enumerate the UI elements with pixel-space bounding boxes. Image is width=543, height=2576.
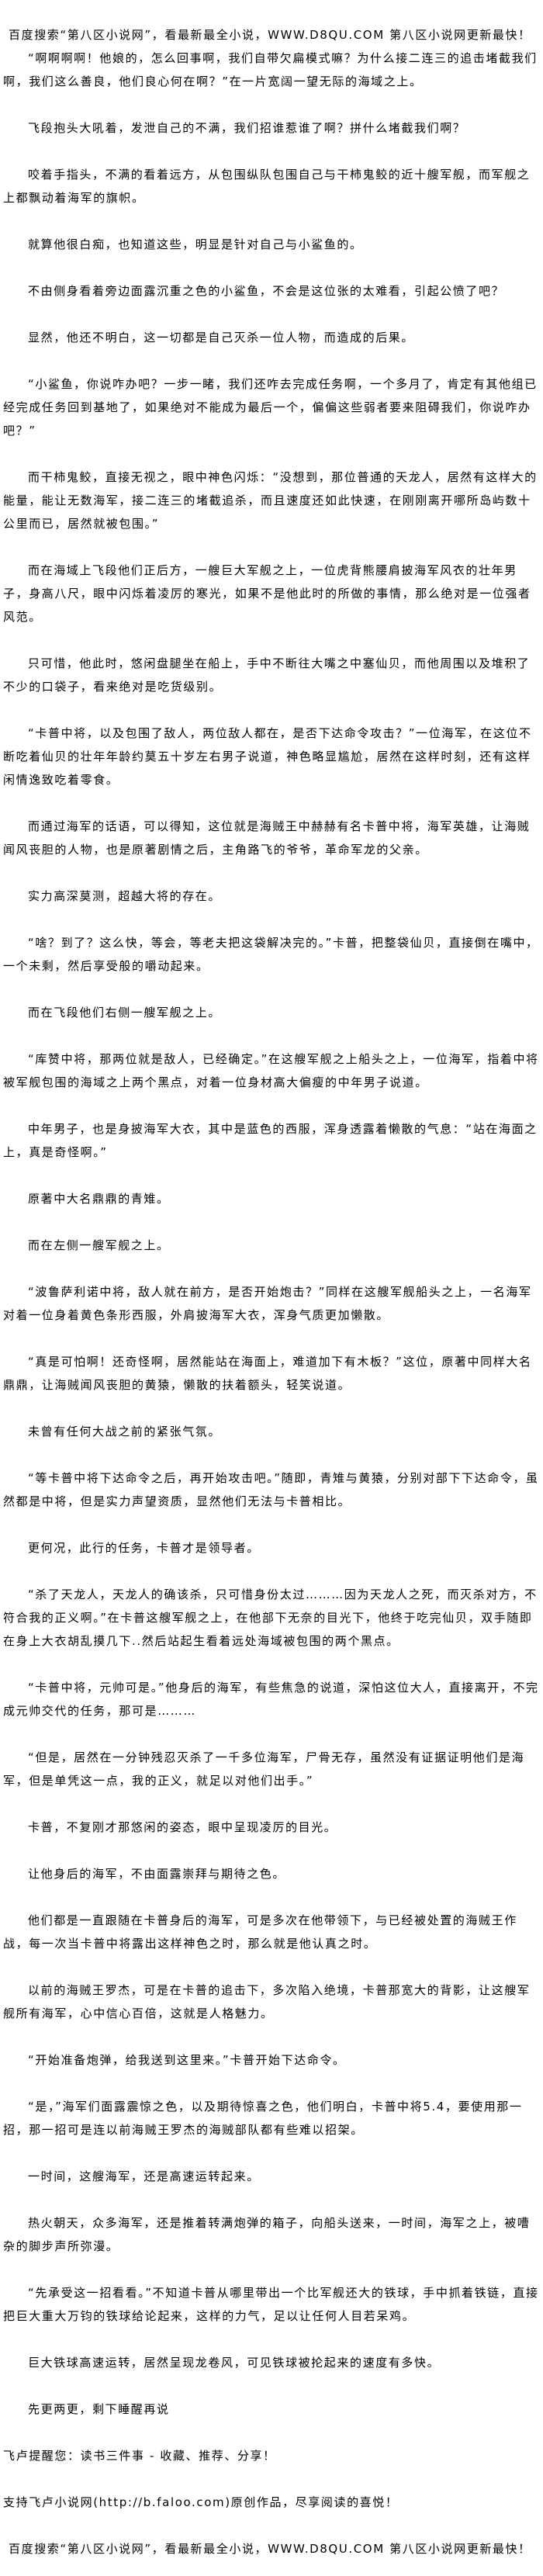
chapter-paragraph: “啥？到了？这么快，等会，等老夫把这袋解决完的。”卡普，把整袋仙贝，直接倒在嘴中…	[3, 936, 539, 973]
chapter-paragraph: 而在左侧一艘军舰之上。	[28, 1238, 170, 1252]
chapter-paragraph: “小鲨鱼，你说咋办吧？一步一睹，我们还咋去完成任务啊，一个多月了，肯定有其他组已…	[3, 377, 538, 438]
chapter-paragraph: 一时间，这艘海军，还是高速运转起来。	[28, 2169, 260, 2183]
chapter-paragraph: “但是，居然在一分钟残忍灭杀了一千多位海军，尸骨无存，虽然没有证据证明他们是海军…	[3, 1750, 525, 1788]
chapter-paragraph: 而通过海军的话语，可以得知，这位就是海贼王中赫赫有名卡普中将，海军英雄，让海贼闻…	[3, 819, 531, 857]
faloo-support-note: 支持飞卢小说网(http://b.faloo.com)原创作品，尽享阅读的喜悦！	[3, 2495, 399, 2509]
chapter-paragraph: 而在海域上飞段他们正后方，一艘巨大军舰之上，一位虎背熊腰肩披海军风衣的壮年男子，…	[3, 563, 531, 624]
chapter-paragraph: “卡普中将，元帅可是。”他身后的海军，有些焦急的说道，深怕这位大人，直接离开，不…	[3, 1681, 539, 1718]
chapter-paragraph: “库赞中将，那两位就是敌人，已经确定。”在这艘军舰之上船头之上，一位海军，指着中…	[3, 1052, 539, 1089]
chapter-paragraph: 只可惜，他此时，悠闲盘腿坐在船上，手中不断往大嘴之中塞仙贝，而他周围以及堆积了不…	[3, 656, 531, 694]
chapter-paragraph: “真是可怕啊！还奇怪啊，居然能站在海面上，难道加下有木板？”这位，原著中同样大名…	[3, 1355, 532, 1392]
chapter-paragraph: “波鲁萨利诺中将，敌人就在前方，是否开始炮击？”同样在这艘军舰船头之上，一名海军…	[3, 1285, 532, 1322]
chapter-paragraph: 显然，他还不明白，这一切都是自己灭杀一位人物，而造成的后果。	[28, 331, 415, 345]
chapter-paragraph: “开始准备炮弹，给我送到这里来。”卡普开始下达命令。	[28, 2053, 346, 2067]
chapter-paragraph: 更何况，此行的任务，卡普才是领导者。	[28, 1541, 260, 1555]
chapter-paragraph: 中年男子，也是身披海军大衣，其中是蓝色的西服，浑身透露着懒散的气息：“站在海面之…	[3, 1122, 538, 1159]
chapter-paragraph: 先更两更，剩下睡醒再说	[28, 2402, 170, 2416]
chapter-paragraph: 让他身后的海军，不由面露崇拜与期待之色。	[28, 1867, 286, 1881]
chapter-paragraph: “卡普中将，以及包围了敌人，两位敌人都在，是否下达命令攻击？”一位海军，在这位不…	[3, 726, 532, 787]
chapter-paragraph: 卡普，不复刚才那悠闲的姿态，眼中呈现凌厉的目光。	[28, 1820, 337, 1834]
chapter-paragraph: 飞段抱头大吼着，发泄自己的不满，我们招谁惹谁了啊？拼什么堵截我们啊？	[28, 121, 466, 135]
chapter-paragraph: 而在飞段他们右侧一艘军舰之上。	[28, 1006, 222, 1020]
chapter-paragraph: “杀了天龙人，天龙人的确该杀，只可惜身份太过………因为天龙人之死，而灭杀对方，不…	[3, 1587, 538, 1648]
chapter-paragraph: 实力高深莫测，超越大将的存在。	[28, 889, 222, 903]
chapter-paragraph: 原著中大名鼎鼎的青雉。	[28, 1192, 170, 1206]
chapter-paragraph: 他们都是一直跟随在卡普身后的海军，可是多次在他带领下，与已经被处置的海贼王作战，…	[3, 1913, 517, 1951]
chapter-paragraph: “是，”海军们面露震惊之色，以及期待惊喜之色，他们明白，卡普中将5.4，要使用那…	[3, 2100, 523, 2137]
chapter-paragraph: “等卡普中将下达命令之后，再开始攻击吧。”随即，青雉与黄猿，分别对部下下达命令，…	[3, 1471, 539, 1508]
chapter-paragraph: 就算他很白痴，也知道这些，明显是针对自己与小鲨鱼的。	[28, 237, 363, 251]
chapter-paragraph: 热火朝天，众多海军，还是推着转满炮弹的箱子，向船头送来，一时间，海军之上，被嘈杂…	[3, 2216, 531, 2253]
chapter-paragraph: 未曾有任何大战之前的紧张气氛。	[28, 1425, 222, 1439]
faloo-reminder: 飞卢提醒您：读书三件事 - 收藏、推荐、分享！	[3, 2449, 276, 2463]
chapter-paragraph: 以前的海贼王罗杰，可是在卡普的追击下，多次陷入绝境，卡普那宽大的背影，让这艘军舰…	[3, 1983, 531, 2020]
chapter-paragraph: “先承受这一招看看。”不知道卡普从哪里带出一个比军舰还大的铁球，手中抓着铁链，直…	[3, 2286, 539, 2323]
chapter-paragraph: 不由侧身看着旁边面露沉重之色的小鲨鱼，不会是这位张的太难看，引起公愤了吧？	[28, 284, 505, 298]
chapter-body: “啊啊啊啊！他娘的，怎么回事啊，我们自带欠扁模式嘛？为什么接二连三的追击堵截我们…	[3, 47, 540, 2421]
site-banner-bottom: 百度搜索“第八区小说网”，看最新最全小说，WWW.D8QU.COM 第八区小说网…	[9, 2542, 531, 2556]
chapter-paragraph: “啊啊啊啊！他娘的，怎么回事啊，我们自带欠扁模式嘛？为什么接二连三的追击堵截我们…	[3, 51, 538, 88]
chapter-paragraph: 咬着手指头，不满的看着远方，从包围纵队包围自己与干柿鬼鲛的近十艘军舰，而军舰之上…	[3, 168, 531, 205]
chapter-paragraph: 巨大铁球高速运转，居然呈现龙卷风，可见铁球被抡起来的速度有多快。	[28, 2356, 441, 2370]
site-banner-top: 百度搜索“第八区小说网”，看最新最全小说，WWW.D8QU.COM 第八区小说网…	[9, 28, 531, 42]
chapter-paragraph: 而干柿鬼鲛，直接无视之，眼中神色闪烁：“没想到，那位普通的天龙人，居然有这样大的…	[3, 470, 538, 531]
